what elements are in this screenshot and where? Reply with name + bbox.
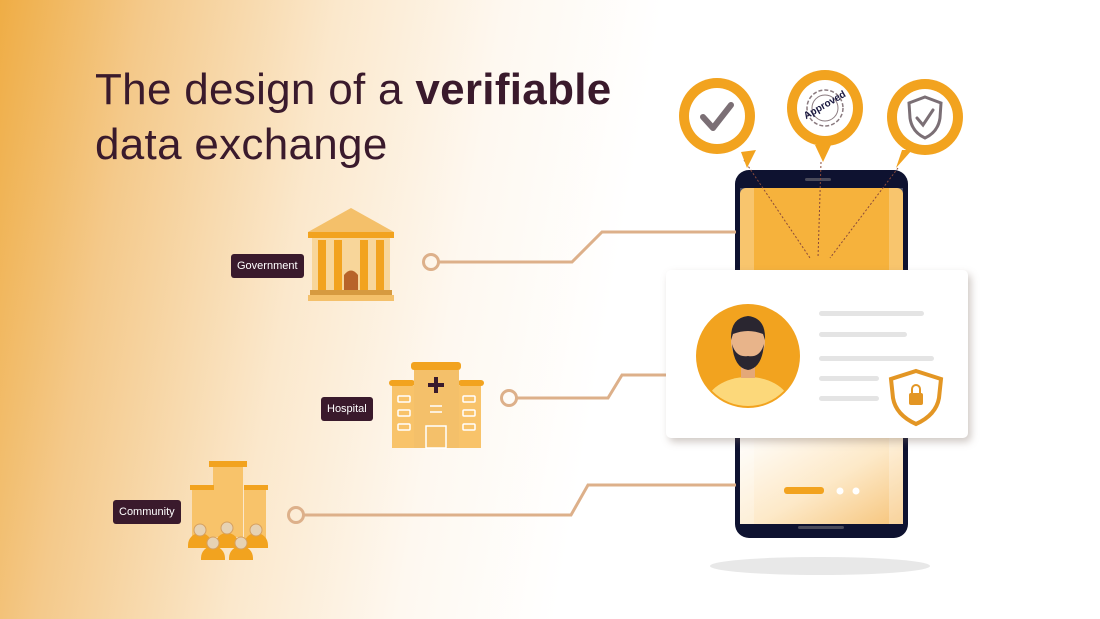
id-card: [666, 270, 968, 438]
verification-rays: [743, 159, 899, 259]
entity-label-government: Government: [231, 254, 304, 278]
connector-node-community: [287, 506, 305, 524]
card-text-line: [819, 396, 879, 401]
badge-approved: [787, 70, 863, 162]
entity-label-community: Community: [113, 500, 181, 524]
card-text-line: [819, 356, 934, 361]
community-icon: [188, 461, 268, 560]
card-text-line: [819, 311, 924, 316]
title-line2: data exchange: [95, 120, 388, 169]
badge-checkmark: [679, 78, 756, 168]
connector-node-hospital: [500, 389, 518, 407]
entity-label-hospital: Hospital: [321, 397, 373, 421]
hospital-icon: [389, 362, 484, 449]
connector-node-government: [422, 253, 440, 271]
title-regular: The design of a: [95, 65, 416, 114]
connectors: [287, 230, 736, 524]
title-bold: verifiable: [415, 65, 612, 114]
checkmark-icon: [700, 102, 734, 131]
government-building-icon: [308, 208, 394, 301]
card-text-line: [819, 332, 907, 337]
user-avatar-icon: [696, 304, 944, 427]
phone-shadow: [710, 557, 930, 575]
page-title: The design of a verifiable data exchange: [95, 62, 612, 172]
approved-stamp-icon: [806, 89, 844, 127]
card-text-line: [819, 376, 879, 381]
shield-check-icon: [907, 95, 943, 140]
shield-lock-icon: [888, 368, 944, 427]
carousel-indicator-active: [784, 487, 824, 494]
badge-shield: [887, 79, 963, 168]
